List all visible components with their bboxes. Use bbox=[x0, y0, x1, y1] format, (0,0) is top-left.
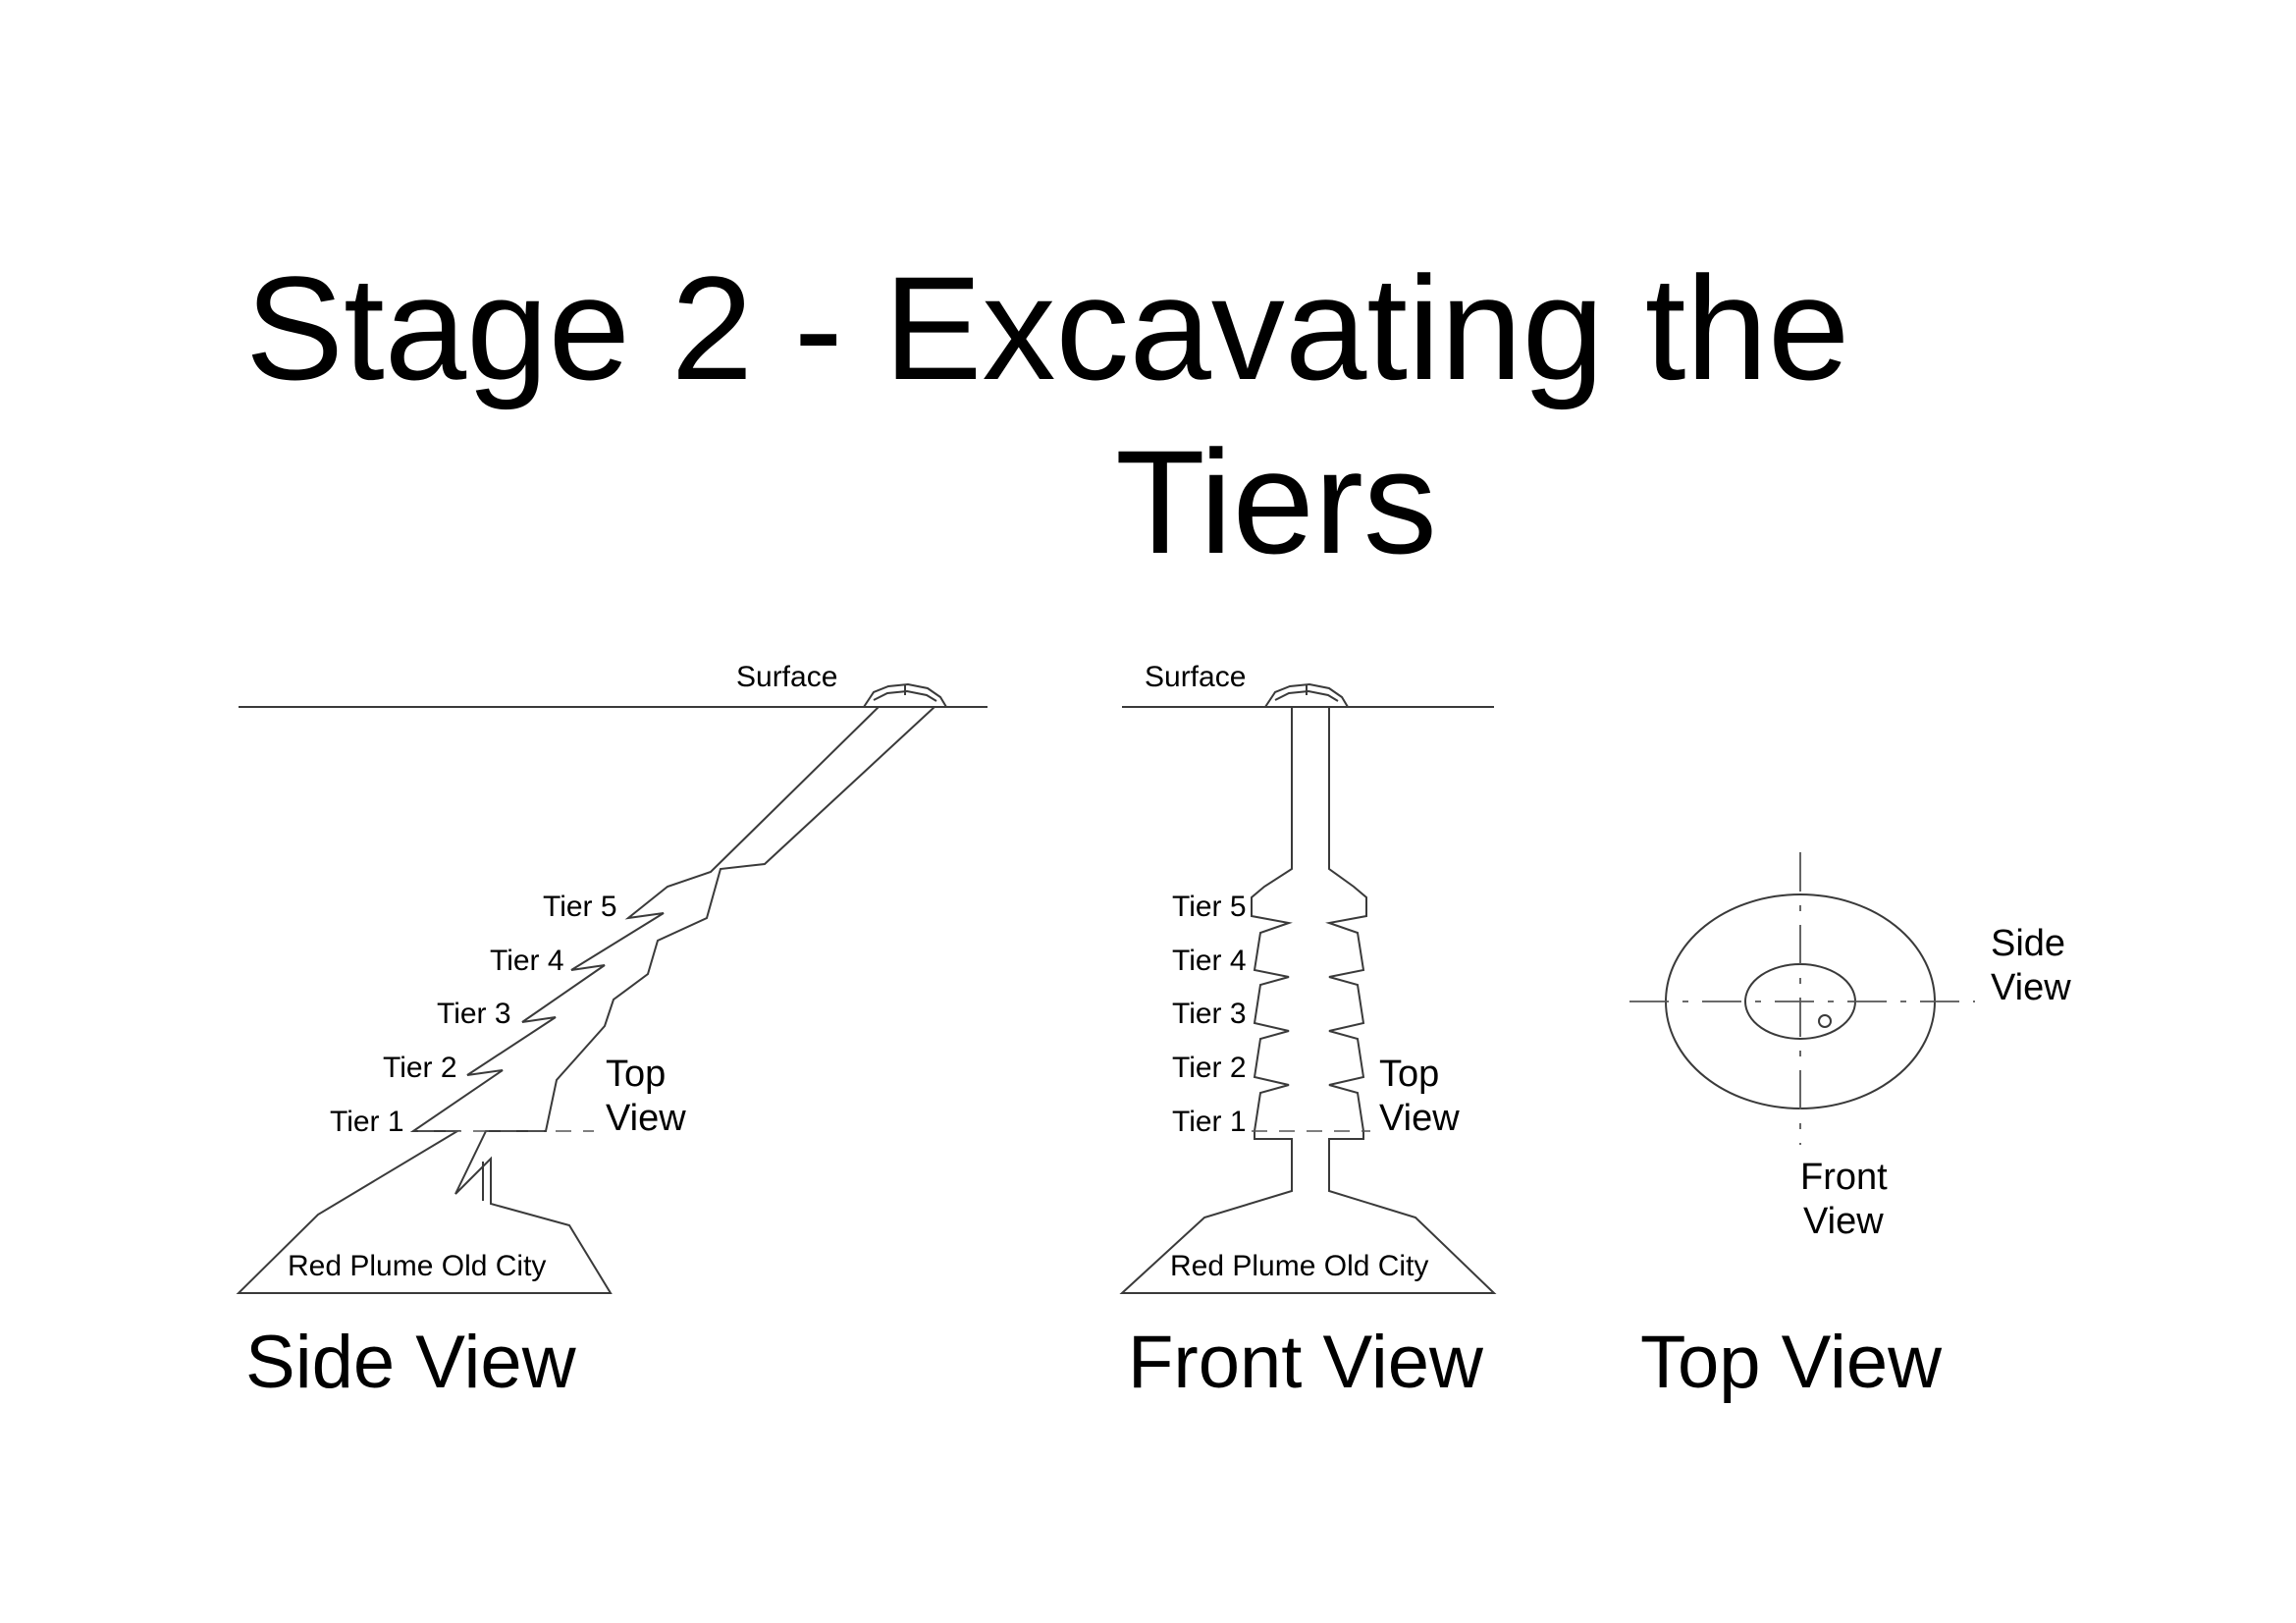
front-top-view-label-2: View bbox=[1379, 1098, 1460, 1139]
front-tier-5-label: Tier 5 bbox=[1172, 891, 1247, 923]
top-view-caption: Top View bbox=[1640, 1321, 1943, 1404]
front-surface-label: Surface bbox=[1145, 661, 1246, 693]
side-surface-label: Surface bbox=[736, 661, 837, 693]
side-city-label: Red Plume Old City bbox=[288, 1250, 546, 1282]
front-view-diagram: Surface Tier 5 Tier 4 Tier 3 Tier 2 Tier… bbox=[1119, 661, 1497, 1294]
side-view-diagram: Surface Tier 5 Tier 4 Tier 3 Tier 2 Tier… bbox=[236, 661, 988, 1294]
front-tier-4-label: Tier 4 bbox=[1172, 945, 1247, 977]
top-front-view-label-2: View bbox=[1803, 1201, 1884, 1242]
front-city-label: Red Plume Old City bbox=[1170, 1250, 1428, 1282]
top-side-view-label-1: Side bbox=[1991, 923, 2065, 964]
front-top-view-label-1: Top bbox=[1379, 1054, 1439, 1095]
front-tier-3-label: Tier 3 bbox=[1172, 998, 1247, 1030]
title-line-1: Stage 2 - Excavating the bbox=[245, 245, 1849, 410]
top-view-diagram: Side View Front View bbox=[1629, 852, 2071, 1242]
front-hatch-cover bbox=[1264, 682, 1349, 708]
side-tier-2-label: Tier 2 bbox=[383, 1052, 457, 1084]
front-view-caption: Front View bbox=[1128, 1321, 1484, 1404]
side-view-caption: Side View bbox=[245, 1321, 577, 1404]
side-tier-1-label: Tier 1 bbox=[330, 1106, 404, 1138]
top-front-view-label-1: Front bbox=[1800, 1157, 1888, 1198]
front-tier-1-label: Tier 1 bbox=[1172, 1106, 1247, 1138]
top-shaft-hole bbox=[1818, 1014, 1832, 1028]
front-tier-2-label: Tier 2 bbox=[1172, 1052, 1247, 1084]
top-side-view-label-2: View bbox=[1991, 967, 2071, 1008]
side-tier-3-label: Tier 3 bbox=[437, 998, 511, 1030]
side-tier-5-label: Tier 5 bbox=[543, 891, 617, 923]
front-shaft-outline bbox=[1119, 707, 1497, 1294]
side-shaft-outline bbox=[236, 706, 935, 1294]
side-tier-4-label: Tier 4 bbox=[490, 945, 564, 977]
title-line-2: Tiers bbox=[1115, 419, 1437, 584]
side-top-view-label-2: View bbox=[606, 1098, 686, 1139]
side-top-view-label-1: Top bbox=[606, 1054, 666, 1095]
side-hatch-cover bbox=[863, 682, 947, 708]
